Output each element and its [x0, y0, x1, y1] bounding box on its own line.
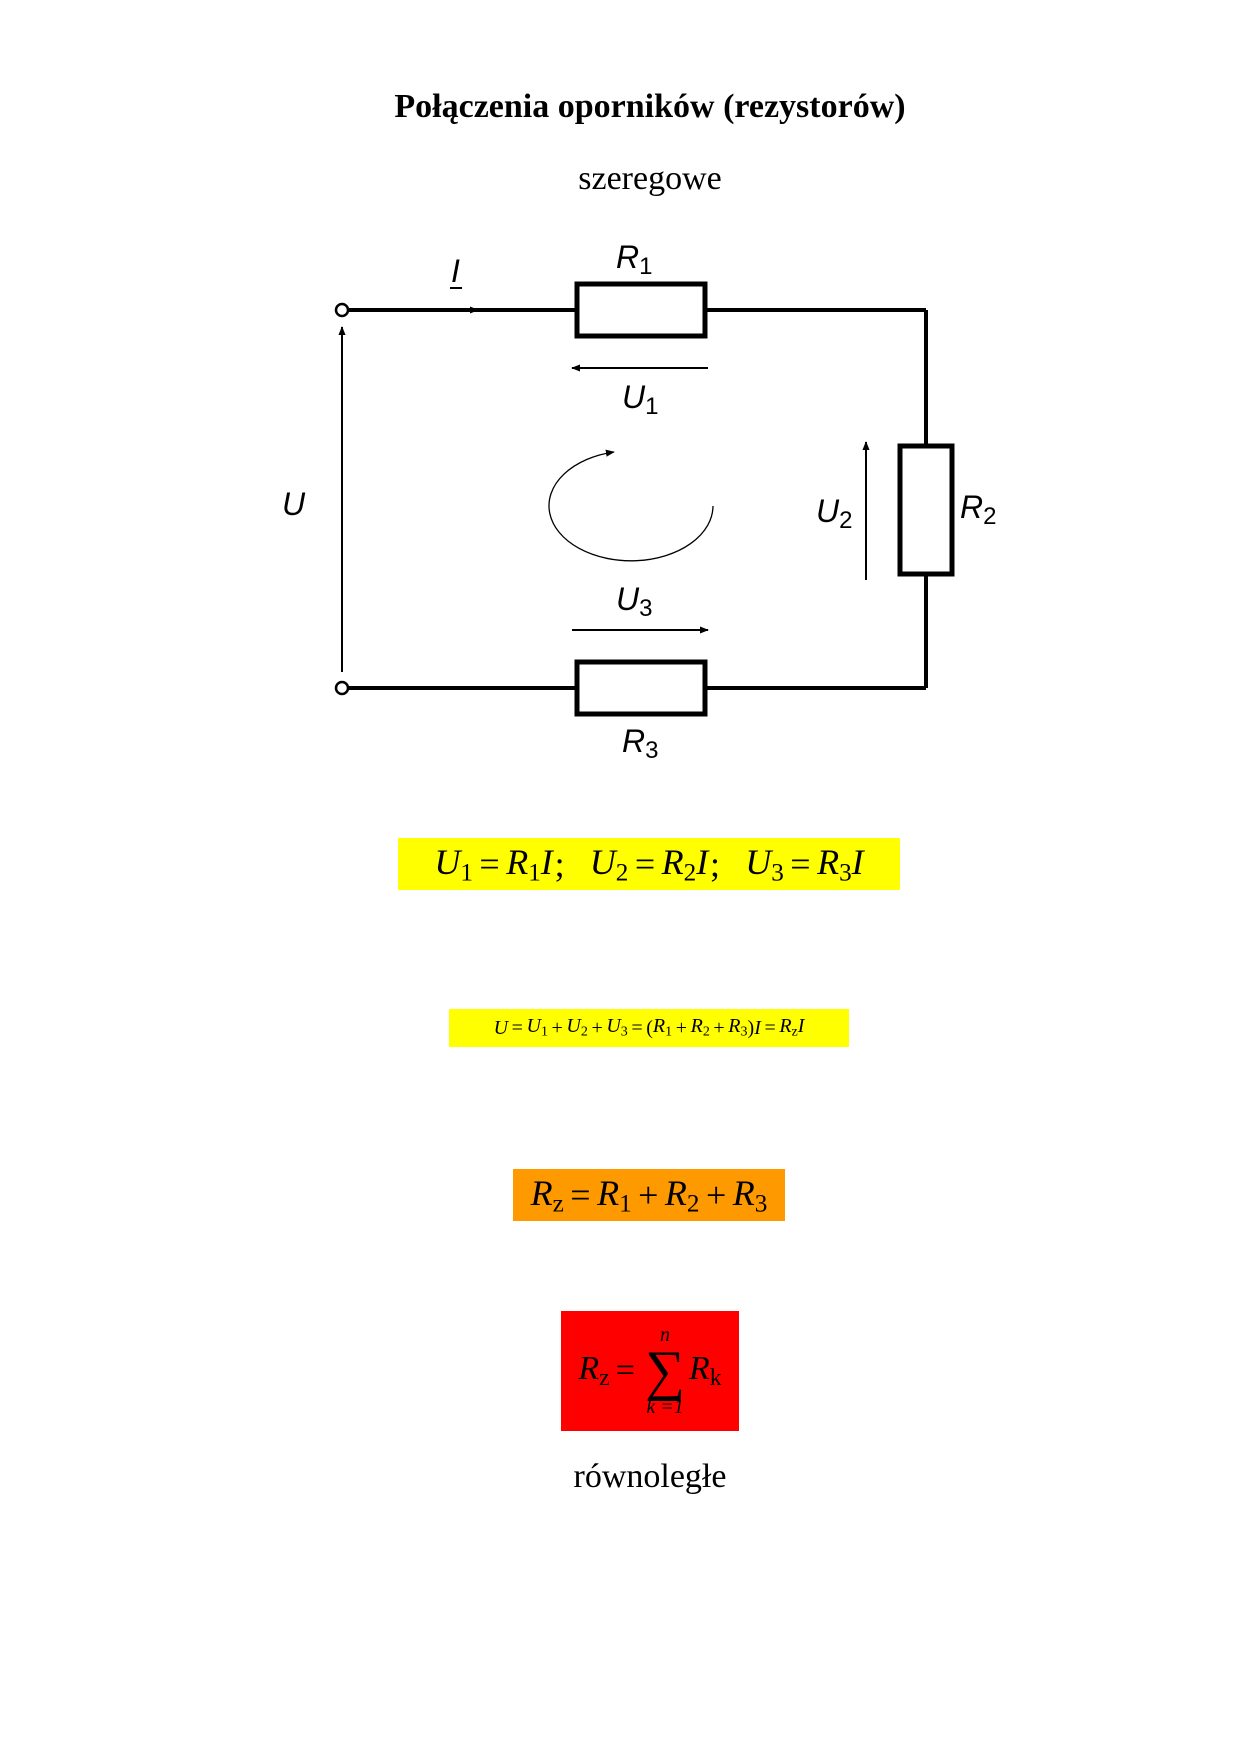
- terminal-top: [334, 302, 350, 318]
- r2-label: R2: [960, 489, 996, 530]
- formula-equivalent-resistance: Rz=R1+R2+R3: [513, 1169, 785, 1221]
- voltage-u-label: U: [282, 486, 306, 522]
- circuit-wires: [348, 308, 928, 690]
- section-heading-series: szeregowe: [578, 160, 722, 197]
- formula-total-voltage: U=U1+U2+U3=(R1+R2+R3)I=RzI: [449, 1009, 849, 1047]
- resistor-r2: [897, 443, 955, 577]
- summation: n ∑ k =1: [645, 1324, 685, 1418]
- terminal-bottom: [334, 680, 350, 696]
- u2-label: U2: [816, 493, 852, 534]
- formula-sum-resistance: Rz= n ∑ k =1 Rk: [561, 1311, 739, 1431]
- u3-label: U3: [616, 581, 652, 622]
- section-heading-parallel: równoległe: [573, 1458, 727, 1495]
- resistor-r1: [574, 281, 708, 339]
- page-title: Połączenia oporników (rezystorów): [394, 88, 906, 125]
- r3-label: R3: [622, 723, 658, 764]
- formula-partial-voltages: U1=R1I; U2=R2I; U3=R3I: [398, 838, 900, 890]
- sum-upper-limit: n: [660, 1324, 671, 1346]
- resistor-r3: [574, 659, 708, 717]
- series-circuit-diagram: I U R1 U1 U2 R2 U3 R3: [282, 239, 996, 764]
- sum-symbol: ∑: [645, 1340, 685, 1402]
- sum-lower-limit: k =1: [646, 1396, 684, 1418]
- current-label: I: [451, 253, 460, 289]
- loop-direction-arrow: [548, 449, 714, 562]
- r1-label: R1: [616, 239, 652, 280]
- u1-label: U1: [622, 379, 658, 420]
